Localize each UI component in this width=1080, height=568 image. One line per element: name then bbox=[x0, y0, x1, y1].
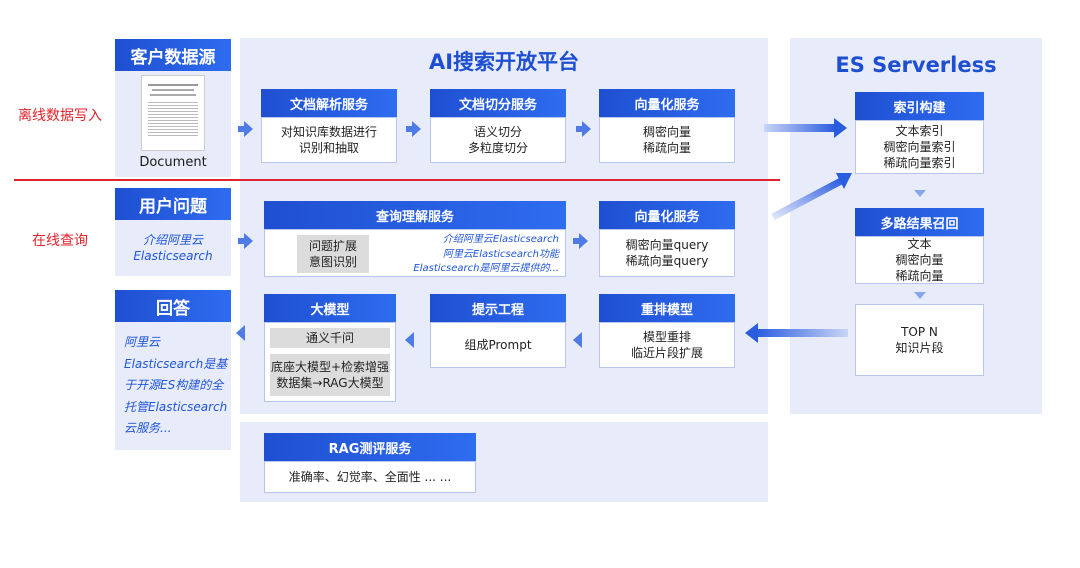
document-label: Document bbox=[139, 155, 207, 170]
customer-source-header: 客户数据源 bbox=[115, 39, 231, 71]
doc-parse-header: 文档解析服务 bbox=[261, 89, 397, 117]
query-understand-header: 查询理解服务 bbox=[264, 201, 566, 229]
index-line-3: 稀疏向量索引 bbox=[883, 156, 956, 170]
italic-line-2: 阿里云Elasticsearch功能 bbox=[442, 248, 559, 260]
rerank-header: 重排模型 bbox=[599, 294, 735, 322]
online-label: 在线查询 bbox=[32, 233, 88, 249]
italic-line-1: 介绍阿里云Elasticsearch bbox=[442, 234, 559, 245]
vector1-body: 稠密向量 稀疏向量 bbox=[599, 117, 735, 163]
vector2-line-1: 稠密向量query bbox=[625, 238, 709, 252]
rag-eval-header: RAG测评服务 bbox=[264, 433, 476, 461]
rag-eval-body: 准确率、幻觉率、全面性 ... ... bbox=[264, 461, 476, 493]
arrow-query-to-vector2 bbox=[573, 233, 588, 249]
rag-eval-line-1: 准确率、幻觉率、全面性 ... ... bbox=[288, 470, 452, 484]
doc-parse-line-2: 识别和抽取 bbox=[298, 141, 359, 155]
rerank-line-1: 模型重排 bbox=[642, 330, 691, 344]
user-question-header: 用户问题 bbox=[115, 188, 231, 220]
doc-split-line-2: 多粒度切分 bbox=[467, 141, 528, 155]
gray-line-2: 意图识别 bbox=[308, 255, 357, 269]
answer-line-5: 云服务... bbox=[124, 421, 172, 435]
recall-body: 文本 稠密向量 稀疏向量 bbox=[855, 236, 984, 284]
rerank-line-2: 临近片段扩展 bbox=[630, 346, 703, 360]
arrow-llm-to-answer bbox=[236, 325, 245, 341]
doc-split-header: 文档切分服务 bbox=[430, 89, 566, 117]
llm-gray-1: 通义千问 bbox=[270, 328, 390, 348]
arrow-index-to-recall bbox=[914, 190, 926, 197]
query-understand-gray: 问题扩展 意图识别 bbox=[297, 235, 369, 273]
index-line-1: 文本索引 bbox=[895, 124, 944, 138]
arrow-recall-to-topn bbox=[914, 292, 926, 299]
doc-parse-line-1: 对知识库数据进行 bbox=[280, 125, 377, 139]
doc-split-line-1: 语义切分 bbox=[473, 125, 522, 139]
question-line-2: Elasticsearch bbox=[133, 249, 213, 263]
vector1-header: 向量化服务 bbox=[599, 89, 735, 117]
platform-title: AI搜索开放平台 bbox=[428, 50, 580, 74]
arrow-question-to-query bbox=[238, 233, 253, 249]
answer-line-3: 于开源ES构建的全 bbox=[124, 378, 224, 392]
prompt-line-1: 组成Prompt bbox=[464, 338, 532, 352]
vector1-line-2: 稀疏向量 bbox=[642, 141, 691, 155]
document-thumbnail bbox=[141, 75, 205, 151]
question-line-1: 介绍阿里云 bbox=[142, 233, 203, 247]
doc-split-body: 语义切分 多粒度切分 bbox=[430, 117, 566, 163]
topn-line-2: 知识片段 bbox=[895, 341, 944, 355]
italic-line-3: Elasticsearch是阿里云提供的... bbox=[413, 263, 559, 274]
index-header: 索引构建 bbox=[855, 92, 984, 120]
rerank-body: 模型重排 临近片段扩展 bbox=[599, 322, 735, 368]
recall-header: 多路结果召回 bbox=[855, 208, 984, 236]
llm-gray2-line-2: 数据集→RAG大模型 bbox=[276, 376, 384, 390]
recall-line-1: 文本 bbox=[907, 237, 932, 251]
answer-body: 阿里云 Elasticsearch是基 于开源ES构建的全 托管Elastics… bbox=[115, 322, 231, 450]
arrow-source-to-parse bbox=[238, 121, 253, 137]
arrow-prompt-to-llm bbox=[405, 332, 414, 348]
llm-gray-2: 底座大模型+检索增强 数据集→RAG大模型 bbox=[270, 354, 390, 396]
es-title: ES Serverless bbox=[835, 53, 997, 77]
vector2-body: 稠密向量query 稀疏向量query bbox=[599, 229, 735, 277]
doc-parse-body: 对知识库数据进行 识别和抽取 bbox=[261, 117, 397, 163]
llm-header: 大模型 bbox=[264, 294, 396, 322]
arrow-split-to-vector bbox=[576, 121, 591, 137]
answer-line-2: Elasticsearch是基 bbox=[124, 356, 228, 371]
offline-label: 离线数据写入 bbox=[18, 108, 102, 124]
llm-gray2-line-1: 底座大模型+检索增强 bbox=[270, 360, 390, 374]
topn-card: TOP N 知识片段 bbox=[855, 304, 984, 376]
arrow-rerank-to-prompt bbox=[573, 332, 582, 348]
vector2-header: 向量化服务 bbox=[599, 201, 735, 229]
user-question-body: 介绍阿里云 Elasticsearch bbox=[115, 220, 231, 276]
document-card: Document bbox=[115, 71, 231, 177]
llm-body: 通义千问 底座大模型+检索增强 数据集→RAG大模型 bbox=[264, 322, 396, 402]
prompt-header: 提示工程 bbox=[430, 294, 566, 322]
topn-line-1: TOP N bbox=[901, 325, 938, 339]
prompt-body: 组成Prompt bbox=[430, 322, 566, 368]
vector2-line-2: 稀疏向量query bbox=[625, 254, 709, 268]
index-line-2: 稠密向量索引 bbox=[883, 140, 956, 154]
vector1-line-1: 稠密向量 bbox=[642, 125, 691, 139]
arrow-topn-to-rerank bbox=[745, 323, 848, 343]
answer-line-4: 托管Elasticsearch bbox=[124, 399, 228, 414]
answer-header: 回答 bbox=[115, 290, 231, 322]
index-body: 文本索引 稠密向量索引 稀疏向量索引 bbox=[855, 120, 984, 174]
arrow-vector2-to-index bbox=[771, 173, 852, 221]
offline-online-divider bbox=[14, 179, 780, 181]
query-understand-body: 问题扩展 意图识别 介绍阿里云Elasticsearch 阿里云Elastics… bbox=[264, 229, 566, 277]
arrow-parse-to-split bbox=[406, 121, 421, 137]
recall-line-2: 稠密向量 bbox=[895, 253, 944, 267]
answer-line-1: 阿里云 bbox=[124, 335, 161, 349]
query-italic-lines: 介绍阿里云Elasticsearch 阿里云Elasticsearch功能 El… bbox=[413, 233, 559, 277]
arrow-vector-to-index bbox=[764, 118, 847, 138]
gray-line-1: 问题扩展 bbox=[308, 239, 357, 253]
recall-line-3: 稀疏向量 bbox=[895, 269, 944, 283]
